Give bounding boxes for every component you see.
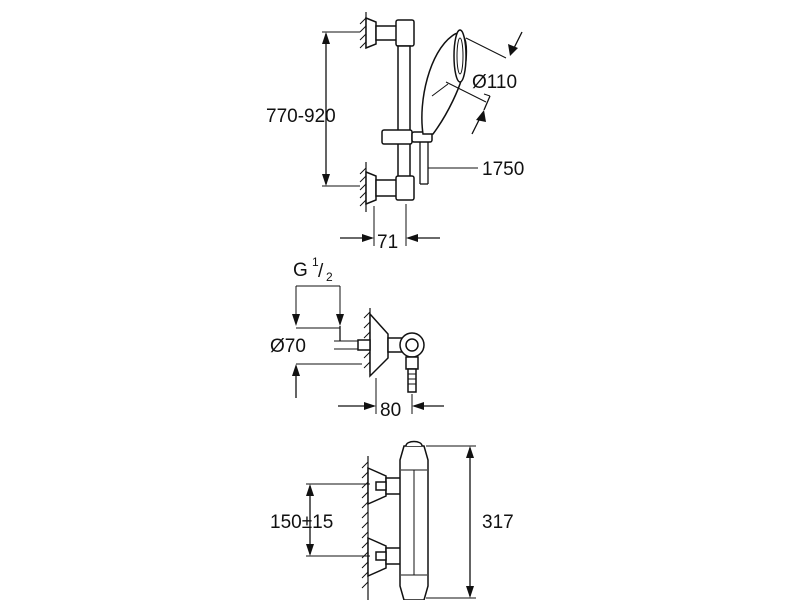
dim-label-connection-projection: 80 — [380, 400, 401, 421]
dim-label-hose-length: 1750 — [482, 159, 524, 180]
connection-view: G 1 / 2 Ø70 — [270, 255, 444, 421]
wall-connection — [357, 312, 425, 393]
upper-inlet — [367, 466, 405, 506]
wall-hatch-top — [359, 12, 367, 212]
dim-label-thread-sub: 2 — [326, 270, 333, 284]
dim-hand-shower-diameter: Ø110 — [445, 31, 523, 135]
top-wall-bracket — [365, 16, 415, 50]
dim-connection-projection: 80 — [338, 378, 444, 421]
bottom-wall-bracket — [365, 170, 415, 206]
slider — [381, 129, 433, 185]
dim-label-thread-main: G — [293, 260, 308, 281]
dim-label-thread-sup: 1 — [312, 255, 319, 269]
dim-label-rail-projection: 71 — [377, 232, 398, 253]
dim-label-escutcheon-diameter: Ø70 — [270, 336, 306, 357]
dim-label-inlet-spacing: 150±15 — [270, 512, 333, 533]
thermostat-view: 150±15 317 — [270, 440, 514, 600]
shower-rail-view: 770-920 Ø110 1750 71 — [266, 12, 524, 253]
hand-shower — [421, 29, 468, 135]
dim-label-mixer-height: 317 — [482, 512, 514, 533]
wall-hatch-bottom — [361, 456, 369, 600]
dim-hose-length: 1750 — [428, 159, 524, 180]
dim-connection-thread: G 1 / 2 — [292, 255, 358, 350]
dim-rail-spacing: 770-920 — [266, 31, 360, 187]
dim-rail-projection: 71 — [340, 204, 440, 253]
dim-escutcheon-diameter: Ø70 — [270, 336, 362, 398]
dim-label-hand-shower-diameter: Ø110 — [472, 72, 517, 93]
shower-rail — [397, 45, 411, 183]
dim-label-rail-spacing: 770-920 — [266, 106, 336, 127]
dim-mixer-height: 317 — [426, 445, 514, 599]
lower-inlet — [367, 536, 405, 578]
dim-inlet-spacing: 150±15 — [270, 483, 370, 557]
mixer-body — [399, 440, 429, 600]
dim-label-thread-slash: / — [318, 261, 324, 282]
